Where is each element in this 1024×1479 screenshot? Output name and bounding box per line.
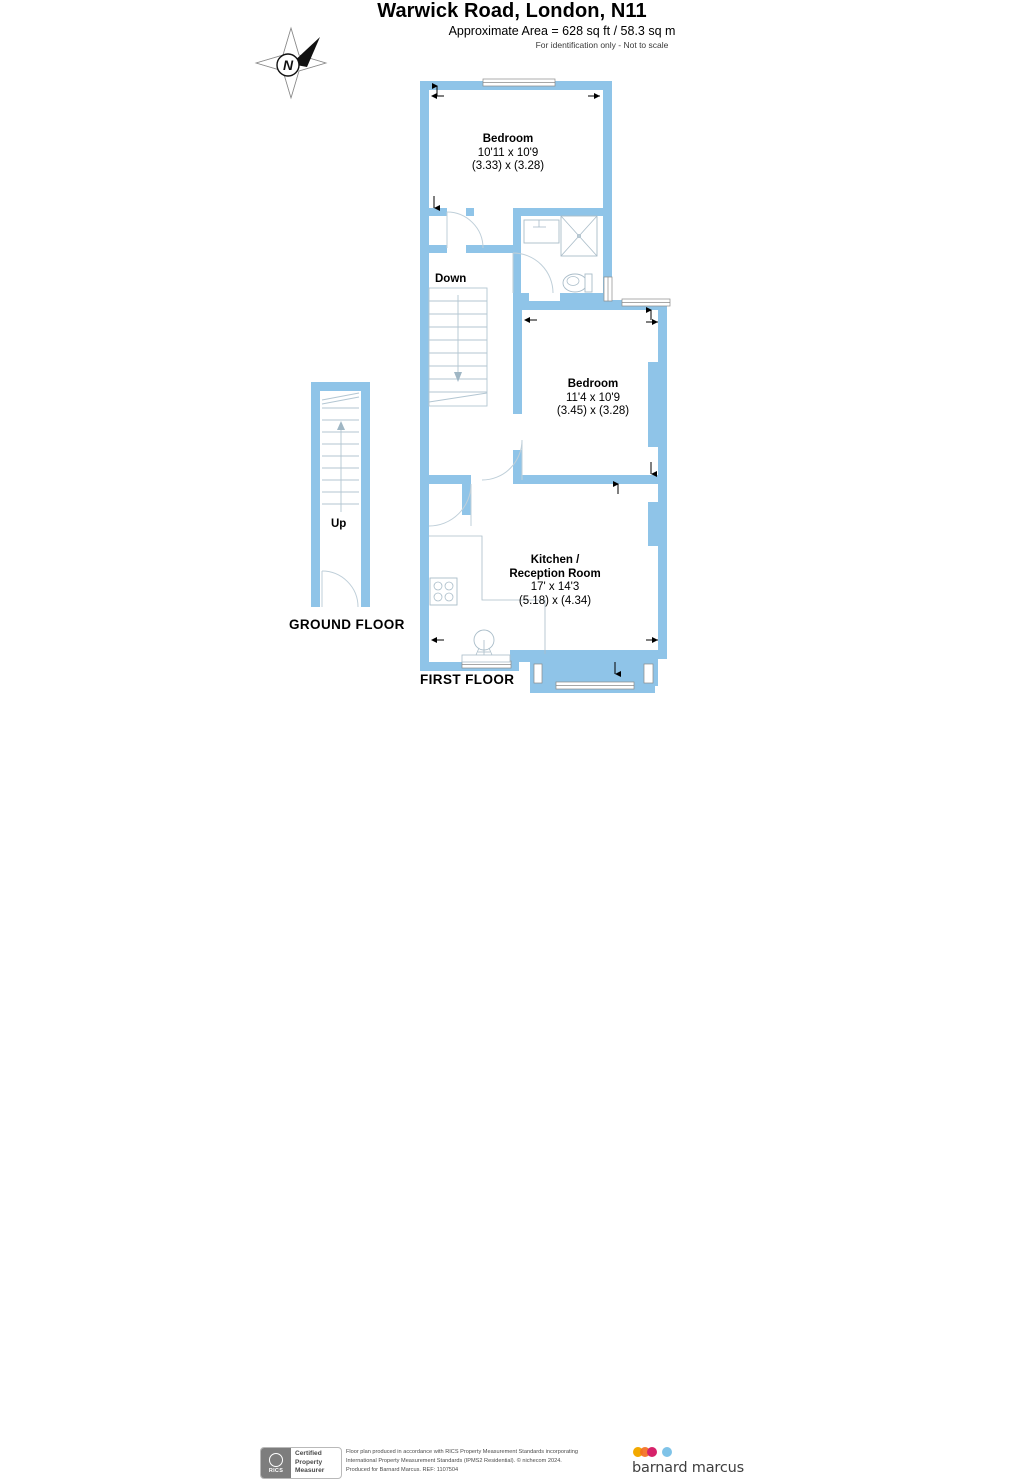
rics-badge-text: Certified Property Measurer <box>291 1448 341 1478</box>
stair-label-down: Down <box>435 273 467 285</box>
brand-dot-pink <box>647 1447 657 1457</box>
ground-stair-treads <box>321 392 360 505</box>
floor-label-ground: GROUND FLOOR <box>289 617 405 632</box>
room-dimensions-imperial: 11'4 x 10'9 <box>565 391 621 404</box>
page-title: Warwick Road, London, N11 <box>377 0 647 22</box>
floor-label-first: FIRST FLOOR <box>420 672 515 687</box>
floorplan-drawing: .wall { fill: #8fc4e8; } .inner { fill: … <box>311 78 671 693</box>
disclaimer-line-3: Produced for Barnard Marcus. REF: 110750… <box>346 1467 459 1474</box>
brand-dots-icon <box>633 1447 689 1458</box>
ground-floor-plan <box>311 382 370 608</box>
brand-dot-blue <box>662 1447 672 1457</box>
room-dimensions-imperial: 10'11 x 10'9 <box>477 146 539 159</box>
brand-logo: barnard marcus <box>632 1447 762 1476</box>
bathroom-fixtures <box>523 215 598 293</box>
rics-wordmark: RICS <box>268 1467 284 1474</box>
brand-name: barnard marcus <box>632 1460 744 1476</box>
room-dimensions-imperial: 17' x 14'3 <box>530 581 580 594</box>
disclaimer-note: For identification only - Not to scale <box>535 40 669 50</box>
sink-fixture <box>461 629 511 663</box>
plan-footer: RICS Certified Property Measurer Floor p… <box>0 718 1024 1479</box>
disclaimer-line-1: Floor plan produced in accordance with R… <box>346 1449 578 1455</box>
rics-badge-line-3: Measurer <box>295 1467 325 1475</box>
first-floor-stair-treads <box>428 287 488 407</box>
room-name: Bedroom <box>482 133 534 145</box>
basin-fixture <box>523 219 560 244</box>
approximate-area-text: Approximate Area = 628 sq ft / 58.3 sq m <box>448 24 676 38</box>
disclaimer-line-2: International Property Measurement Stand… <box>346 1458 562 1465</box>
room-dimensions-metric: (5.18) x (4.34) <box>518 594 592 607</box>
ground-stair-up-arrow <box>337 421 345 512</box>
rics-certified-badge: RICS Certified Property Measurer <box>260 1447 342 1479</box>
room-dimensions-metric: (3.45) x (3.28) <box>556 405 630 418</box>
compass-north-letter: N <box>283 57 294 73</box>
ground-door-arc <box>321 570 359 608</box>
rics-badge-line-2: Property <box>295 1458 323 1466</box>
stair-label-up: Up <box>331 518 347 530</box>
room-label-kitchen-reception: Kitchen / Reception Room 17' x 14'3 (5.1… <box>494 554 616 608</box>
globe-icon <box>269 1452 283 1467</box>
hob-fixture <box>429 577 458 606</box>
first-floor-internal-walls <box>429 208 659 515</box>
room-label-bedroom-2: Bedroom 11'4 x 10'9 (3.45) x (3.28) <box>533 378 653 419</box>
room-name-line-1: Kitchen / <box>530 554 580 566</box>
rics-badge-line-1: Certified <box>295 1449 322 1457</box>
rics-logo-icon: RICS <box>261 1448 291 1478</box>
first-floor-doors <box>428 211 554 527</box>
room-name: Bedroom <box>567 378 619 390</box>
shower-fixture <box>560 215 598 257</box>
footer-disclaimer: Floor plan produced in accordance with R… <box>346 1448 626 1476</box>
compass-rose: N <box>252 24 330 102</box>
room-name-line-2: Reception Room <box>509 567 601 580</box>
room-dimensions-metric: (3.33) x (3.28) <box>471 160 545 173</box>
room-label-bedroom-1: Bedroom 10'11 x 10'9 (3.33) x (3.28) <box>448 133 568 174</box>
toilet-fixture <box>562 273 593 293</box>
